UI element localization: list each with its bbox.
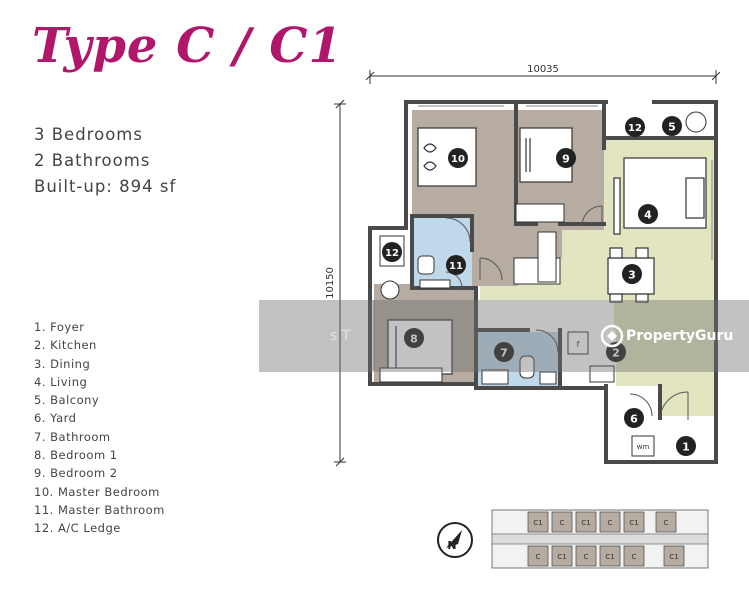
legend-item: 7. Bathroom [34,429,111,444]
room-marker-11: 11 [446,255,466,275]
svg-text:4: 4 [644,209,652,222]
room-marker-3: 3 [622,264,642,284]
legend-item: 11. Master Bathroom [34,502,165,517]
keyplan-unit: C [664,519,669,527]
spec-bedrooms: 3 Bedrooms [34,125,143,144]
legend-item: 12. A/C Ledge [34,521,121,536]
bath-fixtures [417,255,557,385]
legend-item: 1. Foyer [34,320,85,334]
svg-text:11: 11 [449,261,463,272]
legend-item: 5. Balcony [34,393,100,408]
keyplan-unit: C [560,519,565,527]
keyplan-unit: C1 [557,553,566,561]
compass-icon: N [437,522,473,558]
bed-1 [387,319,453,375]
keyplan-unit: C [608,519,613,527]
room-marker-6: 6 [624,408,644,428]
watermark-faint-text: s T [330,328,351,344]
width-dimension [365,70,721,84]
key-plan: C1 C C1 C C1 C C C1 C C1 C C1 [491,509,709,569]
width-label: 10035 [527,64,559,75]
legend-item: 8. Bedroom 1 [34,448,118,463]
legend-item: 6. Yard [34,411,77,426]
wardrobes [379,203,565,383]
keyplan-unit: C [536,553,541,561]
svg-text:7: 7 [500,347,508,360]
keyplan-unit: C [584,553,589,561]
keyplan-unit: C1 [533,519,542,527]
keyplan-unit: C1 [581,519,590,527]
windows [373,105,713,370]
room-legend: 1. Foyer 2. Kitchen 3. Dining 4. Living … [34,318,165,538]
walls [368,100,718,464]
door-swings [445,205,689,421]
legend-item: 9. Bedroom 2 [34,466,118,481]
room-marker-4: 4 [638,204,658,224]
keyplan-unit: C [632,553,637,561]
room-marker-8: 8 [404,328,424,348]
svg-text:6: 6 [630,413,638,426]
room-marker-7: 7 [494,342,514,362]
svg-text:N: N [447,539,456,552]
room-marker-9: 9 [556,148,576,168]
svg-text:12: 12 [628,123,642,134]
watermark-band [259,300,749,372]
room-markers: 1 2 3 4 5 6 7 8 9 10 11 12 12 [382,116,696,456]
legend-item: 4. Living [34,374,88,389]
height-label: 10150 [325,267,336,299]
living-furniture [607,157,707,303]
svg-text:10: 10 [451,154,465,165]
svg-text:1: 1 [682,441,690,454]
room-marker-10: 10 [448,148,468,168]
fridge-label: f [577,340,580,349]
keyplan-unit: C1 [629,519,638,527]
propertyguru-logo-icon [600,324,624,348]
legend-item: 3. Dining [34,356,91,371]
svg-text:12: 12 [385,248,399,259]
svg-text:5: 5 [668,121,676,134]
kitchen-fixtures [567,331,655,457]
spec-bathrooms: 2 Bathrooms [34,151,151,170]
washing-machine-label: wm [637,443,650,451]
page-title: Type C / C1 [32,18,343,74]
room-marker-12a: 12 [625,117,645,137]
svg-text:3: 3 [628,269,636,282]
legend-item: 2. Kitchen [34,338,97,353]
height-dimension [334,99,346,467]
bed-2 [519,127,573,183]
svg-text:8: 8 [410,333,418,346]
keyplan-unit: C1 [669,553,678,561]
svg-text:2: 2 [612,347,620,360]
keyplan-unit: C1 [605,553,614,561]
legend-item: 10. Master Bedroom [34,484,160,499]
room-marker-12b: 12 [382,242,402,262]
unit-specs: 3 Bedrooms 2 Bathrooms Built-up: 894 sf [34,122,176,200]
spec-builtup: Built-up: 894 sf [34,177,177,196]
svg-text:9: 9 [562,153,570,166]
room-marker-5: 5 [662,116,682,136]
room-marker-1: 1 [676,436,696,456]
watermark-brand: PropertyGuru [626,328,734,344]
